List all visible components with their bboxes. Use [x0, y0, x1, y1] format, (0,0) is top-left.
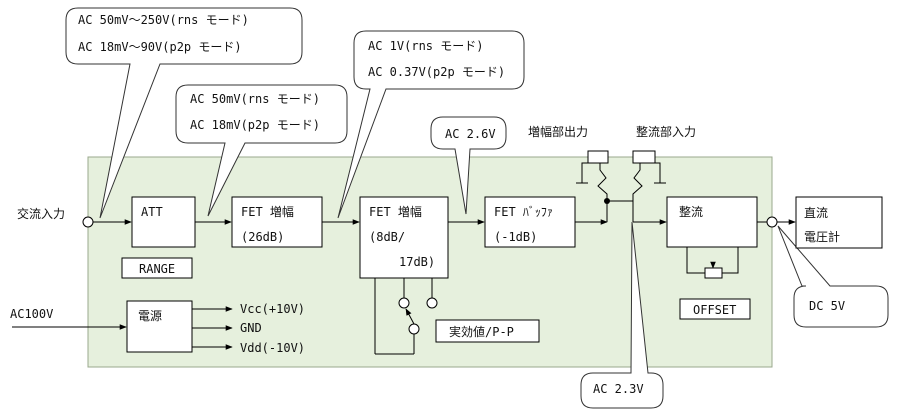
callout-fet2-output: AC 2.6V	[430, 116, 507, 215]
callout-input-range-line2: AC 18mV～90V(p2p モード)	[78, 40, 242, 54]
power-supply-block	[126, 300, 193, 353]
callout-dc-output-line1: DC 5V	[809, 299, 845, 313]
amp-output-label: 増幅部出力	[528, 124, 588, 139]
fet-amp2-line1: FET 増幅	[369, 204, 422, 219]
dc-voltmeter-block	[795, 196, 883, 249]
vdd-label: Vdd(-10V)	[240, 341, 305, 355]
dc-voltmeter-line1: 直流	[804, 206, 828, 220]
ac-input-label: 交流入力	[17, 206, 65, 221]
rect-input-testpoint	[632, 150, 656, 164]
vcc-label: Vcc(+10V)	[240, 302, 305, 316]
callout-att-output: AC 50mV(rns モード) AC 18mV(p2p モード)	[175, 84, 348, 217]
callout-fet1-output-line2: AC 0.37V(p2p モード)	[368, 65, 505, 79]
callout-fet1-output-line1: AC 1V(rns モード)	[368, 39, 483, 53]
callout-rectifier-input: AC 2.3V	[580, 221, 664, 409]
fet-amp1-line2: (26dB)	[241, 230, 284, 244]
rectifier-block	[666, 196, 758, 248]
fet-amp2-block	[359, 196, 449, 279]
effective-pp-label: 実効値/P-P	[449, 324, 514, 339]
range-label: RANGE	[139, 262, 175, 276]
rect-input-label: 整流部入力	[636, 124, 696, 139]
offset-adjust	[679, 298, 751, 320]
offset-trimmer	[686, 247, 739, 279]
fet-amp2-line3: 17dB)	[399, 255, 435, 269]
dc-voltmeter-line2: 電圧計	[804, 229, 840, 244]
callout-dc-output: DC 5V	[777, 225, 889, 328]
fet-amp1-line1: FET 増幅	[241, 204, 294, 219]
offset-label: OFFSET	[693, 303, 736, 317]
power-supply-label: 電源	[138, 309, 162, 323]
fet-buffer-line1: FET ﾊﾞｯﾌｧ	[494, 205, 553, 219]
callout-input-range-line1: AC 50mV～250V(rns モード)	[78, 13, 249, 27]
output-terminal	[766, 216, 778, 228]
effective-pp-switch	[435, 319, 540, 343]
ac100v-label: AC100V	[10, 307, 53, 321]
callout-fet2-output-line1: AC 2.6V	[445, 127, 496, 141]
input-terminal	[82, 216, 94, 228]
att-label: ATT	[141, 205, 163, 219]
fet-amp1-block	[231, 196, 323, 248]
rectifier-label: 整流	[679, 204, 703, 219]
callout-rectifier-input-line1: AC 2.3V	[593, 382, 644, 396]
att-block	[131, 196, 196, 248]
gain-select-switch	[374, 278, 438, 355]
test-jumper-wiring	[576, 162, 667, 225]
callout-fet1-output: AC 1V(rns モード) AC 0.37V(p2p モード)	[337, 30, 525, 219]
callout-att-output-line2: AC 18mV(p2p モード)	[190, 118, 320, 132]
gnd-label: GND	[240, 321, 262, 335]
callout-input-range: AC 50mV～250V(rns モード) AC 18mV～90V(p2p モー…	[65, 7, 303, 219]
fet-amp2-line2: (8dB/	[369, 230, 405, 244]
amp-output-testpoint	[587, 150, 609, 164]
fet-buffer-block	[484, 196, 576, 248]
range-switch	[121, 257, 193, 279]
fet-buffer-line2: (-1dB)	[494, 230, 537, 244]
callout-att-output-line1: AC 50mV(rns モード)	[190, 92, 320, 106]
